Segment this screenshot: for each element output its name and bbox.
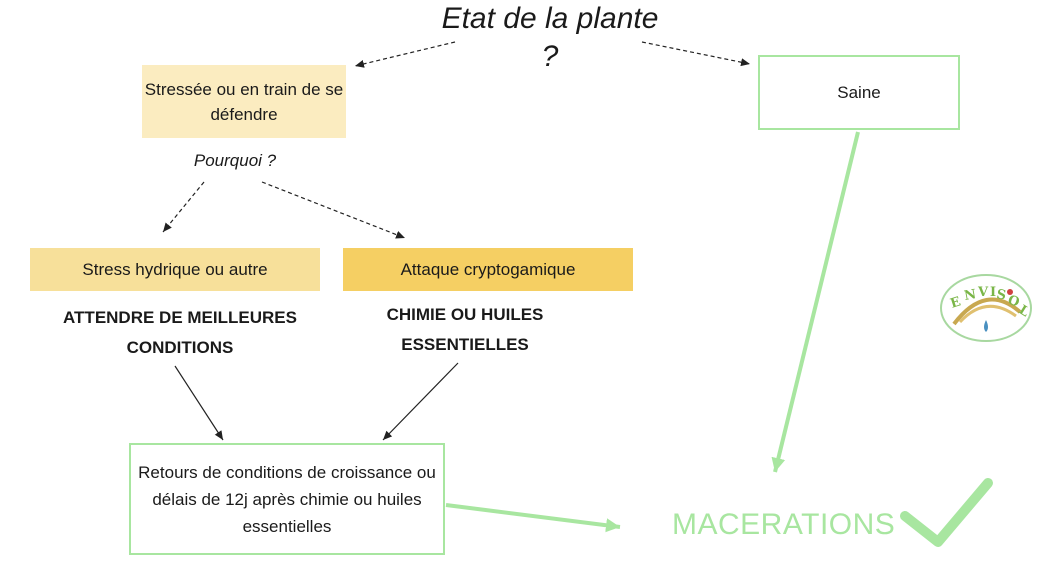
svg-text:I: I [990,285,996,300]
svg-text:V: V [977,285,989,300]
svg-text:O: O [1006,293,1022,311]
arrow-title-to-stressee [354,41,456,68]
label-macerations: MACERATIONS [672,508,896,541]
label-chimie: CHIMIE OU HUILES ESSENTIELLES [386,305,544,354]
diagram-title: Etat de la plante ? [441,2,659,73]
svg-text:N: N [963,287,977,304]
node-stress-hydrique: Stress hydrique ou autre [30,248,320,291]
arrow-pourquoi-to-attaque [261,181,406,239]
node-stress-hydrique-label: Stress hydrique ou autre [82,259,268,279]
label-pourquoi: Pourquoi ? [193,151,277,170]
node-saine-label: Saine [837,82,881,102]
arrow-pourquoi-to-hydrique [162,181,205,233]
node-attaque-label: Attaque cryptogamique [400,259,576,279]
svg-text:E: E [949,294,963,311]
checkmark-icon [900,478,993,547]
node-attaque-cryptogamique: Attaque cryptogamique [343,248,633,291]
node-stressee-label: Stressée ou en train de se défendre [144,79,344,124]
arrow-saine-to-macerations [771,131,860,473]
node-retours: Retours de conditions de croissance ou d… [129,443,445,555]
label-attendre: ATTENDRE DE MEILLEURES CONDITIONS [63,308,297,357]
node-saine: Saine [758,55,960,130]
arrow-retours-to-macerations [445,503,621,533]
arrow-attendre-to-retours [174,365,224,441]
envisol-logo: E N V I S O L [940,274,1032,342]
node-stressee: Stressée ou en train de se défendre [142,65,346,138]
node-retours-label: Retours de conditions de croissance ou d… [138,462,436,536]
arrow-chimie-to-retours [382,362,459,441]
svg-text:S: S [995,287,1007,303]
arrow-title-to-saine [641,41,751,67]
